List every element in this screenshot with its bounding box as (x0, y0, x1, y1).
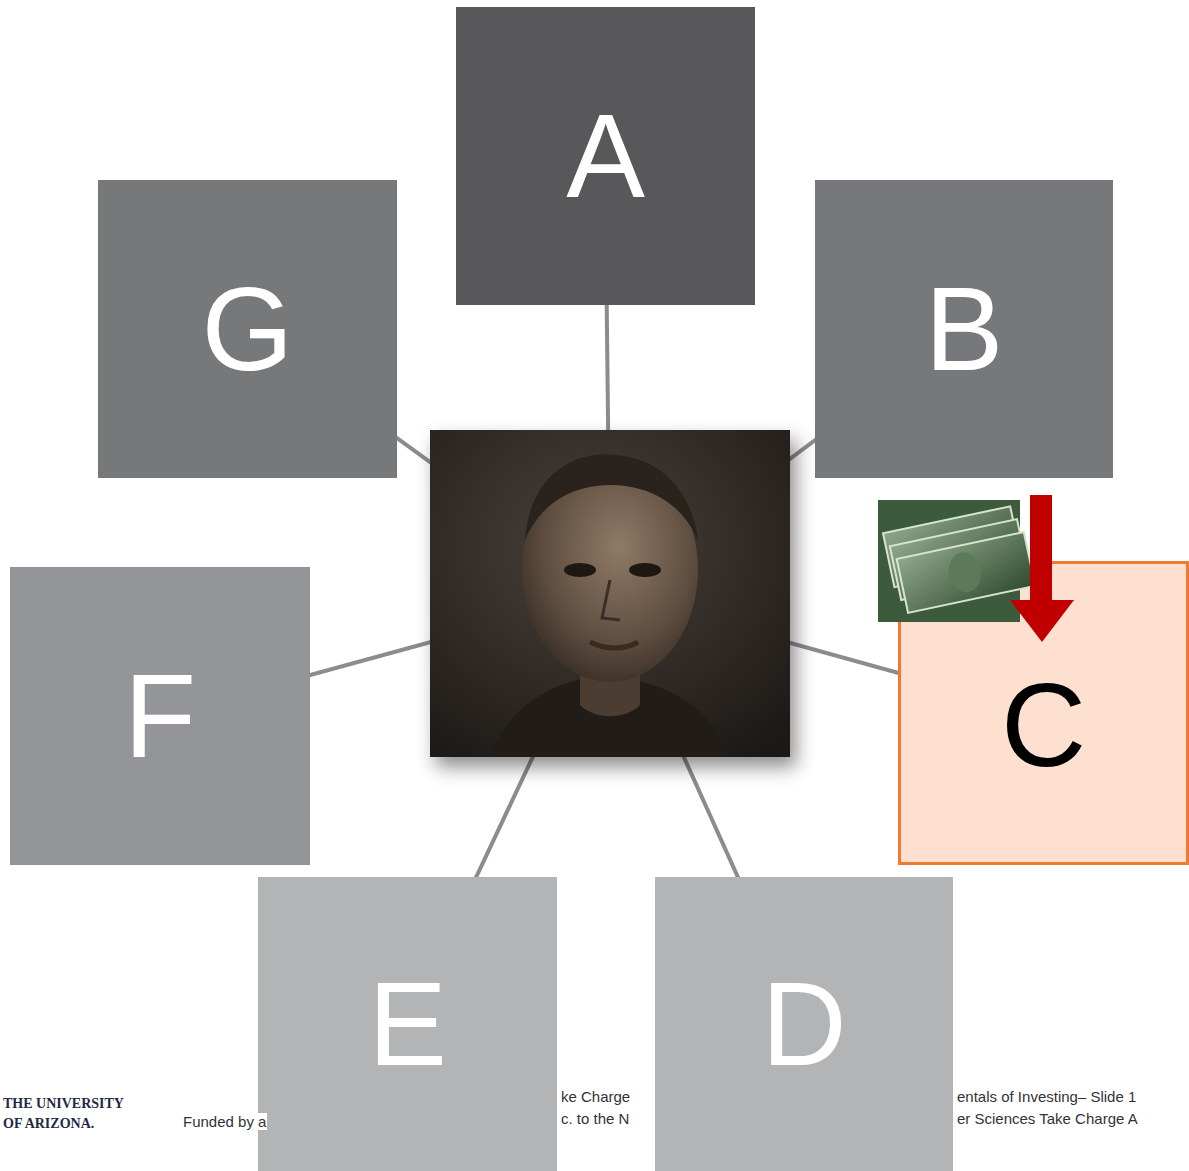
footer-text: c. to the N (560, 1110, 630, 1127)
box-letter: B (925, 270, 1004, 388)
letter-box: G (98, 180, 397, 478)
letter-box: D (655, 877, 953, 1171)
footer-text: entals of Investing– Slide 1 (956, 1088, 1137, 1105)
letter-box: B (815, 180, 1113, 478)
logo-text: THE UNIVERSITY (2, 1096, 125, 1112)
box-letter: C (1001, 666, 1086, 784)
footer-text: er Sciences Take Charge A (956, 1110, 1139, 1127)
box-letter: G (202, 270, 294, 388)
footer-text: Funded by a (182, 1113, 267, 1130)
box-letter: D (761, 965, 846, 1083)
box-letter: A (566, 97, 645, 215)
box-letter: E (368, 965, 447, 1083)
money-icon (870, 490, 1080, 650)
logo-text: OF ARIZONA. (2, 1116, 95, 1132)
footer-text: ke Charge (560, 1088, 631, 1105)
letter-box: A (456, 7, 755, 305)
portrait-photo (430, 430, 790, 757)
box-letter: F (124, 657, 196, 775)
letter-box: F (10, 567, 310, 865)
letter-box: E (258, 877, 557, 1171)
